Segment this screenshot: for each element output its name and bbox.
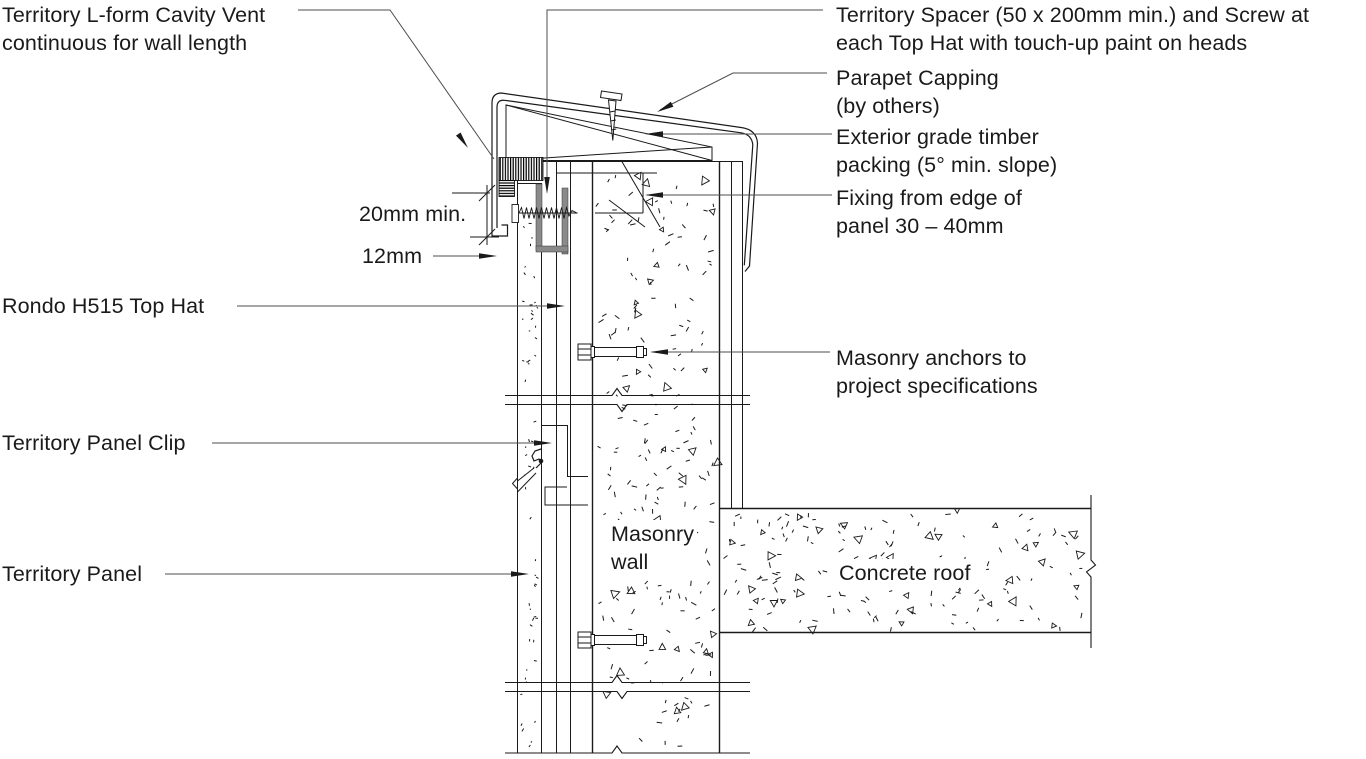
label-parapet-capping: Parapet Capping (by others): [836, 66, 999, 118]
label-territory-panel: Territory Panel: [2, 562, 143, 586]
label-concrete-roof: Concrete roof: [836, 559, 974, 587]
label-fixing-edge: Fixing from edge of panel 30 – 40mm: [836, 186, 1022, 238]
stipple-masonry-wall: [594, 171, 723, 747]
cavity-vent-hatch: [498, 157, 544, 197]
label-panel-clip: Territory Panel Clip: [2, 431, 186, 455]
leader-spacer-screw: [546, 9, 823, 186]
roof-break-line: [1085, 495, 1097, 648]
label-top-hat: Rondo H515 Top Hat: [2, 294, 205, 318]
label-cavity-vent: Territory L-form Cavity Vent continuous …: [2, 3, 266, 55]
label-spacer-screw: Territory Spacer (50 x 200mm min.) and S…: [836, 3, 1310, 55]
timber-packing: [505, 104, 713, 161]
leader-parapet-capping: [659, 72, 827, 111]
concrete-roof-outline: [720, 495, 1097, 648]
label-dim-12mm: 12mm: [362, 244, 423, 268]
leader-lines: [165, 9, 832, 575]
masonry-anchor-top: [577, 343, 647, 361]
territory-spacer-bracket: [535, 183, 569, 255]
label-timber-packing: Exterior grade timber packing (5° min. s…: [836, 125, 1058, 177]
panel-clip-assembly: [511, 425, 588, 506]
leader-cavity-vent: [298, 9, 495, 160]
wall-assembly-lines: [505, 161, 743, 753]
dimension-20mm: [452, 184, 499, 246]
label-dim-20mm: 20mm min.: [359, 202, 467, 226]
panel-fixing-screw: [511, 204, 578, 223]
label-masonry-wall: Masonry wall: [608, 520, 698, 576]
break-bands: [505, 396, 751, 759]
fixing-zone-marks: [557, 159, 661, 228]
wall-break-lines: [505, 387, 750, 754]
label-masonry-anchors: Masonry anchors to project specification…: [836, 346, 1038, 398]
leader-arrowheads: [455, 101, 674, 577]
masonry-anchor-bottom: [577, 631, 647, 649]
parapet-capping-profile: [491, 92, 759, 272]
stipple-territory-panel: [520, 222, 539, 748]
capping-screw: [599, 90, 623, 141]
